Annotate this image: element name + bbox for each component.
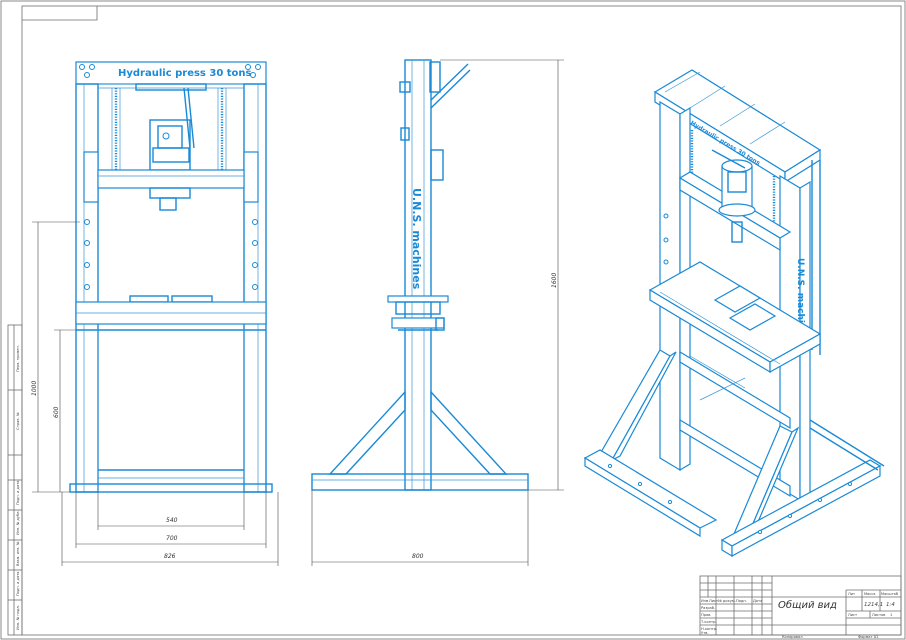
side-stamp-label: Инв. № дубл. bbox=[16, 510, 20, 535]
tb-sheets-label: Листов bbox=[872, 613, 885, 617]
tb-format: Формат A1 bbox=[858, 635, 878, 639]
side-stamp-label: Инв. № подл. bbox=[16, 605, 20, 630]
front-dimensions: 1000 600 540 700 826 bbox=[31, 221, 279, 566]
side-stamp-label: Подп. и дата bbox=[16, 572, 20, 596]
title-block bbox=[699, 575, 902, 636]
title-block-text: Изм Лист № докум. Подп. Дата Разраб. Про… bbox=[700, 592, 899, 639]
tb-row-label: Пров. bbox=[701, 613, 711, 617]
tb-row-label: № докум. bbox=[718, 599, 736, 603]
tb-header-mass: Масса bbox=[864, 592, 875, 596]
front-plate-text: Hydraulic press 30 tons bbox=[118, 68, 252, 79]
tb-row-label: Лист bbox=[709, 599, 718, 603]
side-view: U.N.S. machines bbox=[311, 59, 529, 491]
dim-front-column-width: 700 bbox=[166, 535, 178, 542]
tb-row-label: Утв. bbox=[701, 631, 709, 635]
side-base bbox=[311, 473, 529, 491]
tb-header-scale: Масштаб bbox=[881, 592, 899, 596]
side-brand-text: U.N.S. machines bbox=[410, 188, 423, 290]
tb-sheets-value: 1 bbox=[890, 613, 892, 617]
dim-front-height: 1000 bbox=[31, 381, 38, 396]
side-stamp-label: Справ. № bbox=[16, 412, 20, 430]
tb-row-label: Изм bbox=[701, 599, 709, 603]
tb-sheet-label: Лист bbox=[848, 613, 857, 617]
side-stamps: Перв. примен. Справ. № Подп. и дата Инв.… bbox=[16, 345, 20, 630]
side-dimensions: 1600 800 bbox=[311, 59, 564, 566]
tb-mass-value: 1214,1 bbox=[864, 602, 883, 608]
tb-title: Общий вид bbox=[778, 599, 837, 611]
side-stamp-label: Взам. инв. № bbox=[16, 541, 20, 566]
dim-front-overall-width: 826 bbox=[164, 553, 176, 560]
dim-side-base-width: 800 bbox=[412, 553, 424, 560]
side-stamp-label: Подп. и дата bbox=[16, 481, 20, 505]
iso-bottle-jack bbox=[711, 149, 756, 243]
isometric-view: Hydraulic press 30 tons U.N.S. machines bbox=[583, 69, 885, 558]
dim-front-table-height: 600 bbox=[53, 406, 60, 418]
tb-row-label: Дата bbox=[753, 599, 762, 603]
tb-scale-value: 1:4 bbox=[886, 602, 895, 608]
tb-row-label: Подп. bbox=[736, 599, 747, 603]
tb-row-label: Н.контр. bbox=[701, 627, 717, 631]
front-bottle-jack bbox=[149, 87, 195, 171]
front-moving-beam bbox=[97, 169, 245, 189]
tb-header-lit: Лит bbox=[848, 592, 855, 596]
dim-side-height: 1600 bbox=[551, 273, 558, 288]
front-base bbox=[69, 483, 273, 493]
front-view: Hydraulic press 30 tons bbox=[69, 61, 273, 493]
iso-brand-text: U.N.S. machines bbox=[795, 258, 805, 341]
tb-copied: Копировал bbox=[782, 635, 803, 639]
tb-row-label: Разраб. bbox=[701, 606, 715, 610]
tb-row-label: Т.контр. bbox=[700, 620, 717, 624]
side-stamp-label: Перв. примен. bbox=[16, 345, 20, 372]
dim-front-inner-width: 540 bbox=[166, 517, 178, 524]
